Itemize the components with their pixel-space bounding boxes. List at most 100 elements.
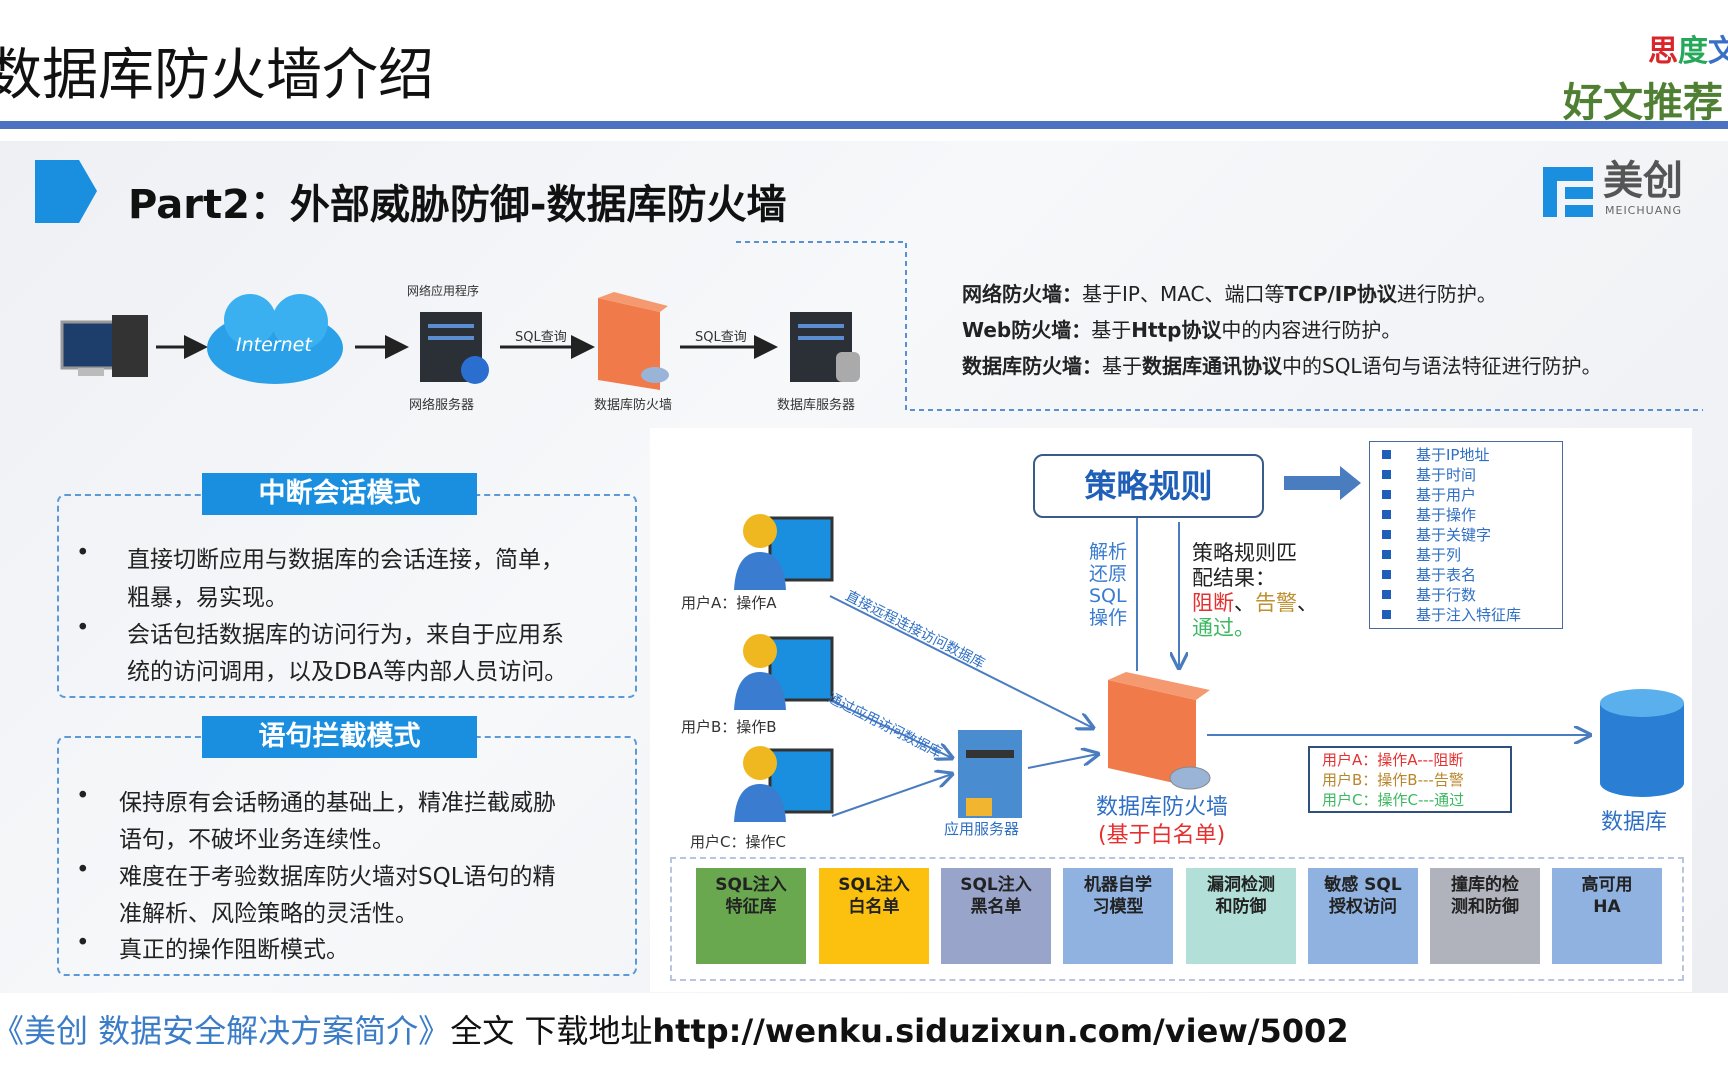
footer-mid: 全文 下载地址	[450, 1012, 653, 1050]
db-firewall-sublabel: (基于白名单)	[1098, 823, 1226, 848]
database-icon	[1600, 689, 1684, 797]
app-server-icon	[958, 730, 1022, 818]
feature-label: 特征库	[725, 897, 777, 917]
feature-label: 习模型	[1092, 897, 1144, 917]
logo-text: 美创	[1603, 158, 1683, 204]
web-server-label: 网络服务器	[409, 398, 475, 413]
feature-label: SQL注入	[838, 875, 910, 895]
firewall-icon	[598, 292, 669, 390]
mode2-bullet: •	[76, 857, 90, 883]
features-box	[670, 857, 1684, 981]
brand-char: 思	[1648, 34, 1678, 69]
logo-mark-icon	[1543, 167, 1593, 217]
db-firewall-icon	[1108, 672, 1211, 790]
outcomes-box: 用户A：操作A---阻断 用户B：操作B---告警 用户C：操作C---通过	[1308, 746, 1512, 813]
footer-doc-title: 《美创 数据安全解决方案简介》	[0, 1012, 451, 1050]
rule-item: 基于时间	[1370, 465, 1562, 485]
brand-char: 文	[1708, 34, 1728, 69]
mode2-bullet: •	[76, 783, 90, 809]
brand-sub: 好文推荐	[1563, 80, 1723, 126]
mode1-title: 中断会话模式	[202, 473, 477, 515]
feature-label: 和防御	[1215, 897, 1267, 917]
computer-icon	[60, 315, 148, 377]
feature-label: HA	[1593, 897, 1621, 917]
app-to-firewall-arrow	[1027, 754, 1098, 769]
feature-tile: 撞库的检测和防御	[1430, 868, 1540, 964]
mode2-line: 难度在于考验数据库防火墙对SQL语句的精	[119, 864, 556, 890]
mode2-line: 语句，不破坏业务连续性。	[119, 827, 395, 853]
db-firewall-label: 数据库防火墙	[1096, 795, 1229, 820]
brand-char: 度	[1678, 34, 1708, 69]
user-a-icon	[734, 514, 834, 590]
rule-item: 基于行数	[1370, 585, 1562, 605]
user-b-label: 用户B：操作B	[681, 718, 777, 736]
db-server-label: 数据库服务器	[777, 398, 856, 413]
feature-label: 漏洞检测	[1207, 875, 1275, 895]
definition-network: 网络防火墙：基于IP、MAC、端口等TCP/IP协议进行防护。	[962, 282, 1497, 306]
footer: 《美创 数据安全解决方案简介》全文 下载地址http://wenku.siduz…	[0, 1006, 1349, 1052]
feature-tile: 机器自学习模型	[1063, 868, 1173, 964]
mode1-bullet: •	[76, 540, 90, 566]
feature-label: 白名单	[848, 897, 900, 917]
outcome-a: 用户A：操作A---阻断	[1322, 751, 1464, 769]
section-marker-icon	[35, 160, 97, 223]
rule-item: 基于IP地址	[1370, 445, 1562, 465]
page-title: 数据库防火墙介绍	[0, 43, 434, 108]
user-a-label: 用户A：操作A	[681, 594, 777, 612]
user-c-icon	[734, 746, 834, 822]
rule-item: 基于用户	[1370, 485, 1562, 505]
feature-label: 测和防御	[1451, 897, 1519, 917]
feature-label: 授权访问	[1329, 897, 1397, 917]
mode2-line: 真正的操作阻断模式。	[119, 937, 349, 963]
network-flow	[60, 241, 1703, 411]
logo-sub: MEICHUANG	[1605, 204, 1682, 217]
web-server-icon	[420, 312, 489, 384]
definition-database: 数据库防火墙：基于数据库通讯协议中的SQL语句与语法特征进行防护。	[962, 354, 1602, 378]
mode1-bullet: •	[76, 615, 90, 641]
sql-label-2: SQL查询	[695, 330, 747, 345]
footer-url[interactable]: http://wenku.siduzixun.com/view/5002	[652, 1012, 1349, 1050]
rule-item: 基于表名	[1370, 565, 1562, 585]
mode2-title: 语句拦截模式	[202, 716, 477, 758]
db-server-icon	[790, 312, 860, 382]
user-b-icon	[734, 634, 834, 710]
rules-list: 基于IP地址 基于时间 基于用户 基于操作 基于关键字 基于列 基于表名 基于行…	[1369, 441, 1563, 629]
user-c-label: 用户C：操作C	[690, 833, 786, 851]
feature-tile: SQL注入黑名单	[941, 868, 1051, 964]
title-divider	[0, 121, 1728, 129]
feature-label: SQL注入	[715, 875, 787, 895]
flow-top-label: 网络应用程序	[407, 284, 480, 298]
rule-item: 基于操作	[1370, 505, 1562, 525]
match-label: 策略规则匹配结果： 阻断、告警、 通过。	[1192, 541, 1318, 640]
feature-label: 敏感 SQL	[1324, 875, 1402, 895]
outcome-b: 用户B：操作B---告警	[1322, 771, 1464, 789]
mode1-line: 统的访问调用，以及DBA等内部人员访问。	[127, 659, 568, 685]
cloud-icon	[207, 294, 343, 384]
feature-tile: SQL注入特征库	[696, 868, 806, 964]
definitions: 网络防火墙：基于IP、MAC、端口等TCP/IP协议进行防护。 Web防火墙：基…	[962, 276, 1602, 384]
feature-label: SQL注入	[960, 875, 1032, 895]
app-server-label: 应用服务器	[944, 820, 1020, 838]
cloud-label: Internet	[236, 334, 312, 356]
user-c-arrow	[831, 774, 952, 817]
feature-label: 机器自学	[1084, 875, 1152, 895]
feature-label: 撞库的检	[1451, 875, 1519, 895]
policy-rules-box: 策略规则	[1033, 454, 1264, 518]
callout-dashed-line	[736, 241, 1703, 411]
policy-arrow-icon	[1284, 466, 1361, 500]
mode2-line: 准解析、风险策略的灵活性。	[119, 901, 418, 927]
mode2-line: 保持原有会话畅通的基础上，精准拦截威胁	[119, 790, 556, 816]
slide-title: Part2：外部威胁防御-数据库防火墙	[128, 182, 787, 228]
sql-label-1: SQL查询	[515, 330, 567, 345]
user-b-arrow	[829, 699, 952, 758]
definition-web: Web防火墙：基于Http协议中的内容进行防护。	[962, 318, 1402, 342]
rule-item: 基于列	[1370, 545, 1562, 565]
direct-arrow	[829, 595, 1093, 728]
feature-tile: SQL注入白名单	[819, 868, 929, 964]
mode2-bullet: •	[76, 930, 90, 956]
mode1-line: 粗暴，易实现。	[127, 585, 288, 611]
mode1-line: 会话包括数据库的访问行为，来自于应用系	[127, 622, 564, 648]
